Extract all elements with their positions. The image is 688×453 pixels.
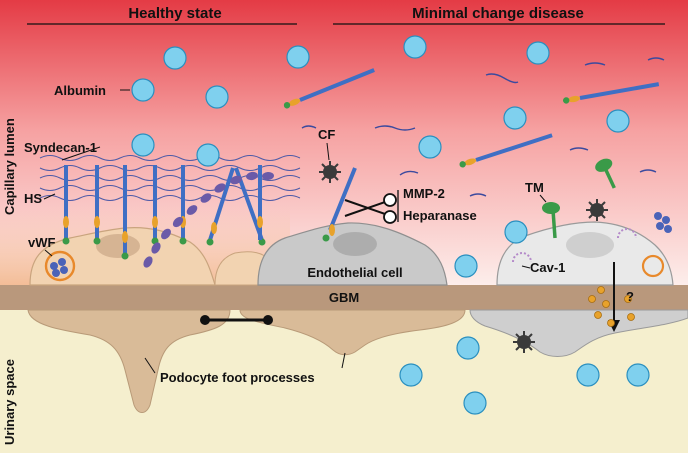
header-healthy: Healthy state (128, 5, 221, 22)
podocytes (27, 309, 688, 413)
caveola-2 (617, 228, 637, 239)
label-tm: TM (525, 180, 544, 195)
label-podocyte: Podocyte foot processes (160, 370, 315, 385)
header-mcd: Minimal change disease (412, 5, 584, 22)
label-cav1: Cav-1 (530, 260, 565, 275)
albumin-icon (526, 41, 550, 65)
cav1-pointer (521, 265, 531, 269)
slit-diaphragm-end-left (200, 315, 210, 325)
albumin-icon (131, 133, 155, 157)
attached-syndecan-mcd (322, 167, 357, 242)
shed-syndecan-1 (283, 68, 375, 109)
albumin-icon (286, 45, 310, 69)
label-question: ? (626, 289, 634, 304)
albumin-icon (576, 363, 600, 387)
label-vwf: vWF (28, 235, 56, 250)
complement-factor-icon (319, 161, 341, 183)
free-hs-fragments (301, 57, 665, 197)
hyaluronan-chain (143, 171, 274, 268)
syndecan-icon (93, 165, 101, 245)
syndecan-pointer (61, 146, 101, 161)
side-label-capillary-lumen: Capillary lumen (2, 118, 17, 215)
albumin-icon (418, 135, 442, 159)
complement-factor-icon (586, 199, 608, 221)
albumin-icon (503, 106, 527, 130)
endothelial-nucleus-mcd-right (566, 232, 614, 258)
label-albumin: Albumin (54, 83, 106, 98)
albumin-icon (131, 78, 155, 102)
endothelial-nucleus-mcd (333, 232, 377, 256)
albumin-icon (205, 85, 229, 109)
label-gbm: GBM (329, 290, 359, 305)
albumin-icon (504, 220, 528, 244)
thrombomodulin-shed-icon (595, 158, 616, 189)
gbm-band (0, 285, 688, 310)
podocyte-foot-right (469, 309, 688, 357)
vwf-pointer (44, 249, 53, 257)
shed-syndecan-3 (563, 82, 660, 104)
caveola-1 (512, 252, 532, 263)
shed-syndecan-2 (459, 133, 553, 168)
leak-particles (588, 286, 635, 327)
podocyte-foot-left (27, 309, 231, 413)
podocyte-pointer-right (341, 352, 346, 369)
syndecan-icon (179, 165, 187, 245)
syndecan-stalks (62, 165, 274, 268)
podocyte-pointer-left (144, 357, 156, 374)
albumin-icon (626, 363, 650, 387)
hs-pointer (43, 193, 56, 200)
albumin-icon (163, 46, 187, 70)
vwf-free-cluster (654, 212, 672, 233)
syndecan-icon (121, 165, 129, 260)
syndecan-icon (257, 165, 263, 240)
podocyte-foot-middle (239, 309, 466, 356)
albumin-icon (196, 143, 220, 167)
endothelial-nucleus-healthy (96, 234, 140, 258)
slit-diaphragm-end-right (263, 315, 273, 325)
albumin-icon (399, 363, 423, 387)
label-endothelial-cell: Endothelial cell (307, 265, 402, 280)
tm-pointer (539, 194, 547, 203)
albumin-molecules (131, 35, 650, 415)
vesicle-orange-right (641, 254, 665, 278)
albumin-icon (606, 109, 630, 133)
syndecan-icon (62, 165, 70, 245)
vwf-icon (44, 250, 76, 282)
albumin-icon (403, 35, 427, 59)
thrombomodulin-icon (542, 202, 560, 239)
label-syndecan: Syndecan-1 (24, 140, 97, 155)
scissors-icon (344, 193, 397, 224)
complement-factor-icon (513, 331, 535, 353)
label-mmp2: MMP-2 (403, 186, 445, 201)
label-heparanase: Heparanase (403, 208, 477, 223)
albumin-icon (456, 336, 480, 360)
cf-pointer (326, 142, 330, 161)
side-label-urinary-space: Urinary space (2, 359, 17, 445)
label-cf: CF (318, 127, 335, 142)
albumin-icon (454, 254, 478, 278)
label-hs: HS (24, 191, 42, 206)
shed-syndecan-fragments (283, 68, 660, 242)
albumin-icon (463, 391, 487, 415)
